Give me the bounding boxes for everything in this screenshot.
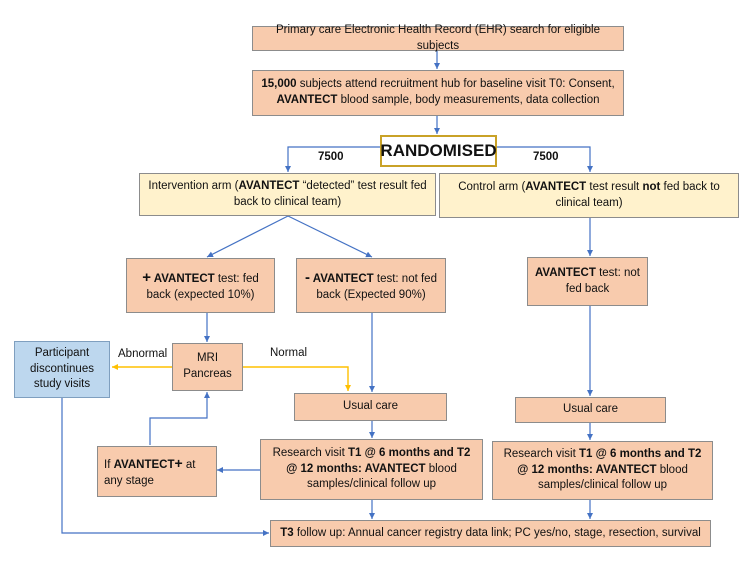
- arrow-randomised-to-control: [497, 146, 593, 172]
- ehr-search-box: Primary care Electronic Health Record (E…: [252, 23, 624, 52]
- randomised-text: RANDOMISED: [380, 140, 497, 160]
- discontinue-box: Participant discontinues study visits: [14, 341, 110, 398]
- research-visit-right-text: Research visit T1 @ 6 months and T2 @ 12…: [503, 448, 702, 492]
- intervention-arm-box: Intervention arm (AVANTECT “detected” te…: [139, 173, 436, 216]
- usual-care-left-box: Usual care: [294, 393, 447, 421]
- t3-followup-box: T3 follow up: Annual cancer registry dat…: [270, 520, 711, 547]
- arrow-randomised-to-intervention: [285, 146, 380, 172]
- if-positive-box: If AVANTECT+ at any stage: [97, 446, 217, 497]
- arrow-intervention-to-negative: [287, 215, 373, 258]
- intervention-arm-text: Intervention arm (AVANTECT “detected” te…: [148, 179, 427, 208]
- mri-pancreas-box: MRI Pancreas: [172, 343, 243, 391]
- abnormal-label: Abnormal: [118, 348, 168, 360]
- left-count-label: 7500: [318, 151, 344, 163]
- arrow-ifpositive-to-mri: [149, 392, 210, 445]
- baseline-visit-box: 15,000 subjects attend recruitment hub f…: [252, 70, 624, 116]
- arrow-mri-normal: [243, 366, 351, 391]
- negative-test-box: - AVANTECT test: not fed back (Expected …: [296, 258, 446, 313]
- research-visit-left-text: Research visit T1 @ 6 months and T2 @ 12…: [272, 447, 471, 491]
- discontinue-text: Participant discontinues study visits: [30, 347, 94, 391]
- t3-followup-text: T3 follow up: Annual cancer registry dat…: [280, 526, 701, 539]
- arrow-intervention-to-positive: [206, 215, 289, 258]
- control-arm-box: Control arm (AVANTECT test result not fe…: [439, 173, 739, 218]
- usual-care-right-box: Usual care: [515, 397, 666, 423]
- negative-test-text: - AVANTECT test: not fed back (Expected …: [305, 268, 437, 301]
- control-arm-text: Control arm (AVANTECT test result not fe…: [458, 180, 720, 209]
- usual-care-left-text: Usual care: [343, 400, 398, 413]
- ehr-search-text: Primary care Electronic Health Record (E…: [275, 23, 601, 52]
- right-count-label: 7500: [533, 151, 559, 163]
- arrow-discontinue-to-t3: [61, 398, 269, 536]
- randomised-box: RANDOMISED: [380, 135, 497, 167]
- control-test-box: AVANTECT test: not fed back: [527, 257, 648, 306]
- positive-test-text: + AVANTECT test: fed back (expected 10%): [142, 268, 259, 301]
- if-positive-text: If AVANTECT+ at any stage: [104, 454, 196, 487]
- normal-label: Normal: [270, 347, 308, 359]
- usual-care-right-text: Usual care: [563, 403, 618, 416]
- mri-pancreas-text: MRI Pancreas: [183, 352, 232, 380]
- positive-test-box: + AVANTECT test: fed back (expected 10%): [126, 258, 275, 313]
- baseline-visit-text: 15,000 subjects attend recruitment hub f…: [261, 78, 615, 106]
- control-test-text: AVANTECT test: not fed back: [534, 266, 640, 295]
- research-visit-left-box: Research visit T1 @ 6 months and T2 @ 12…: [260, 439, 483, 500]
- research-visit-right-box: Research visit T1 @ 6 months and T2 @ 12…: [492, 441, 713, 500]
